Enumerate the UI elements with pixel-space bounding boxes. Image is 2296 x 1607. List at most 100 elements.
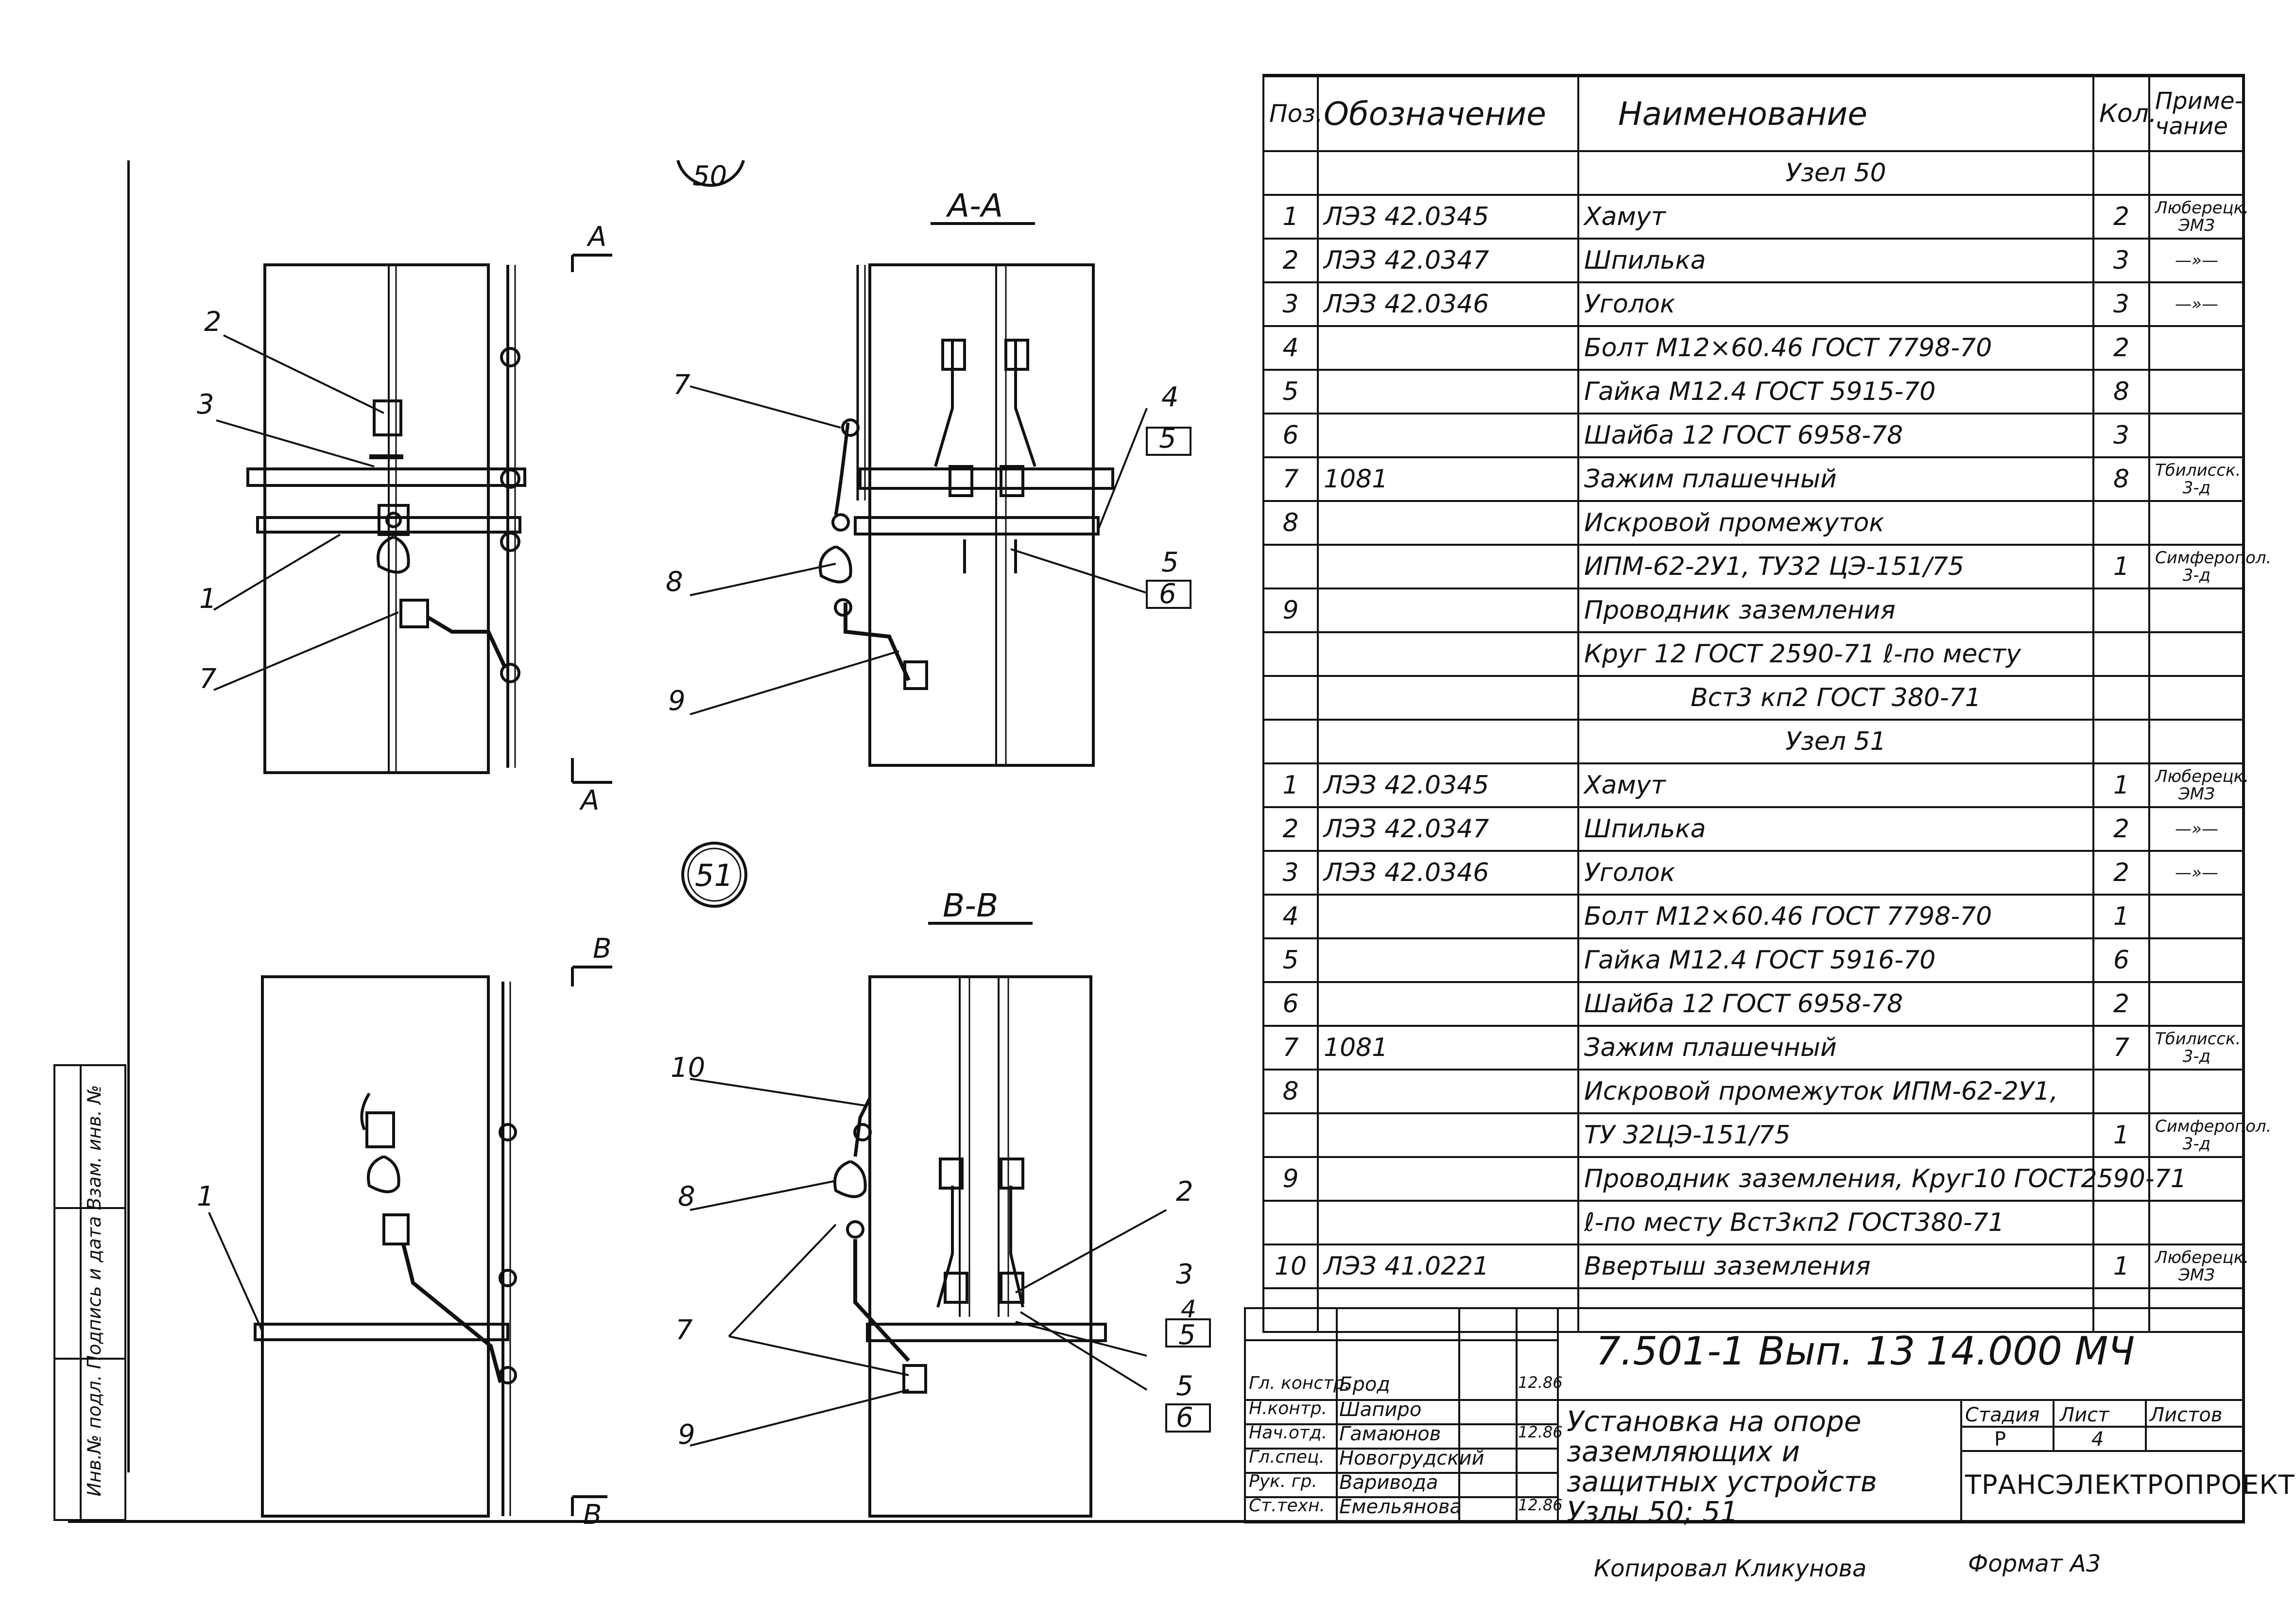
role-date: 12.86	[1518, 1373, 1563, 1392]
role-date: 12.86	[1518, 1496, 1563, 1514]
spec-note-cell	[2148, 675, 2245, 721]
spec-qty-cell	[2092, 150, 2150, 196]
spec-name-cell: Круг 12 ГОСТ 2590-71 ℓ-по месту	[1577, 631, 2094, 677]
spec-name-cell: Уголок	[1577, 850, 2094, 896]
spec-qty-cell: 3	[2092, 413, 2150, 458]
spec-designation-cell: ЛЭЗ 42.0347	[1317, 238, 1579, 283]
spec-qty-cell	[2092, 588, 2150, 633]
callout-9-aa: 9	[668, 685, 686, 717]
spec-name-cell: Зажим плашечный	[1577, 456, 2094, 502]
spec-note-cell	[2148, 500, 2245, 546]
cut-b-bottom: В	[583, 1499, 602, 1531]
spec-designation-cell	[1317, 1156, 1579, 1202]
spec-qty-cell: 1	[2092, 1244, 2150, 1289]
spec-name-cell: Искровой промежуток ИПМ-62-2У1,	[1577, 1069, 2094, 1114]
spec-note-cell	[2148, 150, 2245, 196]
spec-qty-cell: 1	[2092, 762, 2150, 808]
spec-pos-cell: 1	[1262, 762, 1319, 808]
role-date: 12.86	[1518, 1423, 1563, 1441]
spec-note-cell: —»—	[2148, 850, 2245, 896]
callout-9-bb: 9	[678, 1419, 695, 1451]
spec-designation-cell	[1317, 937, 1579, 983]
spec-pos-cell: 9	[1262, 1156, 1319, 1202]
role-label: Гл. констр.	[1249, 1373, 1350, 1393]
spec-qty-cell: 1	[2092, 1112, 2150, 1158]
callout-5-aa: 5	[1159, 423, 1176, 454]
spec-pos-cell: 5	[1262, 369, 1319, 415]
spec-designation-cell	[1317, 500, 1579, 546]
spec-qty-cell: 2	[2092, 325, 2150, 371]
role-name: Емельянова	[1339, 1496, 1462, 1518]
role-label: Ст.техн.	[1249, 1496, 1325, 1516]
spec-note-cell	[2148, 369, 2245, 415]
col-designation-header: Обозначение	[1317, 75, 1579, 152]
detail-51-label: 51	[695, 858, 733, 893]
doc-code: 7.501-1 Вып. 13	[1596, 1329, 1916, 1374]
doc-title: Установка на опоре заземляющих и защитны…	[1567, 1405, 1877, 1528]
spec-name-cell: Шайба 12 ГОСТ 6958-78	[1577, 413, 2094, 458]
callout-1-d50: 1	[199, 583, 217, 615]
spec-designation-cell: 1081	[1317, 1025, 1579, 1071]
spec-name-cell: Проводник заземления	[1577, 588, 2094, 633]
callout-5b-bb: 5	[1176, 1370, 1193, 1402]
role-name: Варивода	[1339, 1471, 1438, 1494]
spec-name-cell: Гайка М12.4 ГОСТ 5915-70	[1577, 369, 2094, 415]
spec-qty-cell: 3	[2092, 281, 2150, 327]
callout-4-bb: 4	[1181, 1295, 1196, 1323]
spec-pos-cell	[1262, 1287, 1319, 1333]
role-label: Нач.отд.	[1249, 1423, 1328, 1443]
section-bb-title: В-В	[943, 887, 999, 924]
spec-note-cell	[2148, 1069, 2245, 1114]
spec-qty-cell: 2	[2092, 981, 2150, 1027]
spec-qty-cell	[2092, 631, 2150, 677]
spec-qty-cell: 3	[2092, 238, 2150, 283]
role-label: Н.контр.	[1249, 1399, 1328, 1418]
spec-qty-cell	[2092, 1069, 2150, 1114]
spec-pos-cell: 6	[1262, 981, 1319, 1027]
spec-row	[1262, 1287, 2245, 1333]
spec-designation-cell: 1081	[1317, 456, 1579, 502]
spec-note-cell: Симферопол. 3-д	[2148, 1112, 2271, 1158]
spec-designation-cell: ЛЭЗ 42.0346	[1317, 281, 1579, 327]
role-name: Новогрудский	[1339, 1447, 1485, 1469]
spec-name-cell: Болт М12×60.46 ГОСТ 7798-70	[1577, 325, 2094, 371]
callout-2-bb: 2	[1176, 1176, 1193, 1208]
spec-note-cell: —»—	[2148, 238, 2245, 283]
role-label: Рук. гр.	[1249, 1471, 1317, 1491]
callout-1-d51: 1	[197, 1181, 214, 1212]
pole-section-aa	[868, 263, 1095, 767]
spec-name-cell: Болт М12×60.46 ГОСТ 7798-70	[1577, 894, 2094, 939]
spec-note-cell: Люберецк. ЭМЗ	[2148, 1244, 2249, 1289]
spec-qty-cell: 8	[2092, 456, 2150, 502]
spec-name-cell: Узел 50	[1577, 150, 2094, 196]
spec-note-cell: Люберецк. ЭМЗ	[2148, 762, 2249, 808]
spec-designation-cell	[1317, 1069, 1579, 1114]
spec-header-row: Поз. Обозначение Наименование Кол. Приме…	[1262, 75, 2245, 152]
callout-6-aa: 6	[1159, 578, 1176, 610]
spec-name-cell: ТУ 32ЦЭ-151/75	[1577, 1112, 2094, 1158]
spec-designation-cell	[1317, 1200, 1579, 1245]
spec-name-cell: Вст3 кп2 ГОСТ 380-71	[1577, 675, 2094, 721]
spec-pos-cell: 6	[1262, 413, 1319, 458]
section-aa-title: А-А	[948, 187, 1003, 225]
spec-pos-cell: 2	[1262, 806, 1319, 852]
spec-name-cell: Искровой промежуток	[1577, 500, 2094, 546]
spec-row: ℓ-по месту Вст3кп2 ГОСТ380-71	[1262, 1200, 2245, 1245]
spec-note-cell: Люберецк. ЭМЗ	[2148, 194, 2249, 240]
spec-designation-cell	[1317, 631, 1579, 677]
spec-pos-cell: 4	[1262, 325, 1319, 371]
role-name: Шапиро	[1339, 1399, 1422, 1421]
